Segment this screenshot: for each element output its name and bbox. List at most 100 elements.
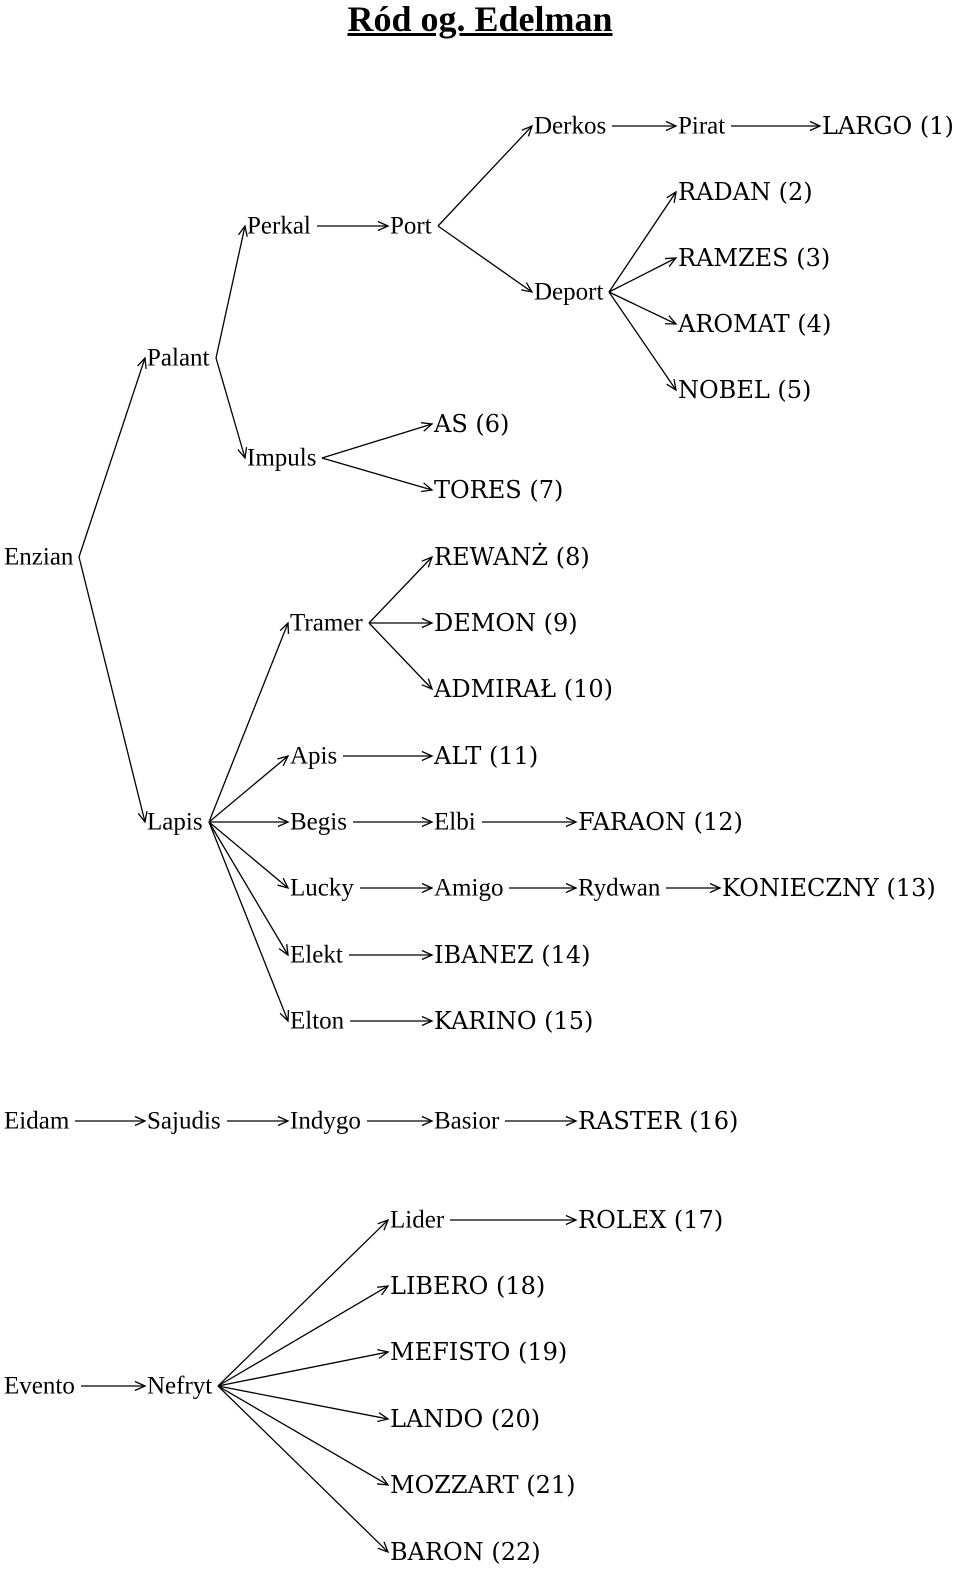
arrowhead	[376, 1475, 390, 1486]
edge-nefryt-libero	[217, 1285, 390, 1387]
node-basior: Basior	[434, 1107, 500, 1135]
node-lando: LANDO (20)	[390, 1405, 541, 1433]
arrowhead	[421, 1015, 434, 1027]
node-rolex: ROLEX (17)	[578, 1206, 724, 1234]
arrowhead	[421, 678, 434, 691]
edge-lapis-tramer	[208, 621, 290, 823]
edge-elbi-faraon	[482, 816, 578, 828]
arrowhead	[565, 1214, 578, 1226]
arrowhead	[421, 482, 434, 493]
node-as: AS (6)	[434, 410, 510, 438]
edge-lapis-begis	[209, 816, 290, 828]
node-tores: TORES (7)	[434, 476, 564, 504]
edge-elekt-ibanez	[349, 949, 434, 961]
node-sajudis: Sajudis	[147, 1107, 221, 1135]
edge-perkal-port	[317, 220, 390, 232]
diagram-title: Ród og. Edelman	[347, 0, 613, 39]
edge-impuls-tores	[321, 457, 434, 493]
node-elton: Elton	[290, 1007, 345, 1035]
arrowhead	[279, 621, 290, 635]
node-rydwan: Rydwan	[578, 874, 661, 902]
node-ibanez: IBANEZ (14)	[434, 941, 591, 969]
arrowhead	[709, 882, 722, 894]
arrowhead	[137, 356, 147, 370]
node-libero: LIBERO (18)	[390, 1272, 546, 1300]
edge-nefryt-mozzart	[217, 1385, 390, 1486]
arrowhead	[421, 617, 434, 629]
edge-enzian-lapis	[78, 556, 148, 824]
node-nobel: NOBEL (5)	[678, 376, 812, 404]
node-nefryt: Nefryt	[147, 1372, 213, 1400]
edge-tramer-demon	[369, 617, 434, 629]
node-pirat: Pirat	[678, 112, 726, 140]
edge-lider-rolex	[450, 1214, 578, 1226]
node-konieczny: KONIECZNY (13)	[722, 874, 936, 902]
arrowhead	[809, 120, 822, 132]
node-eidam: Eidam	[4, 1107, 70, 1135]
node-alt: ALT (11)	[434, 742, 539, 770]
edge-nefryt-baron	[217, 1385, 390, 1554]
edge-amigo-rydwan	[509, 882, 578, 894]
edge-palant-perkal	[215, 224, 248, 359]
arrowhead	[277, 1115, 290, 1127]
arrowhead	[421, 882, 434, 894]
node-elekt: Elekt	[290, 941, 343, 969]
arrowhead	[377, 1218, 390, 1231]
edge-tramer-rewanz	[368, 555, 434, 624]
edge-lapis-elekt	[208, 821, 289, 957]
edge-port-deport	[437, 225, 534, 293]
node-derkos: Derkos	[534, 112, 607, 140]
edge-basior-raster	[505, 1115, 578, 1127]
arrowhead	[377, 1412, 390, 1423]
edge-begis-elbi	[353, 816, 434, 828]
edge-tramer-admiral	[368, 622, 434, 691]
node-enzian: Enzian	[4, 543, 74, 571]
edge-deport-aromat	[608, 291, 678, 325]
node-ramzes: RAMZES (3)	[678, 244, 831, 272]
arrowhead	[421, 422, 434, 432]
node-begis: Begis	[290, 808, 347, 836]
arrowhead	[278, 943, 289, 957]
node-perkal: Perkal	[247, 212, 311, 240]
arrowhead	[377, 1541, 390, 1554]
node-apis: Apis	[290, 742, 338, 770]
edge-indygo-basior	[367, 1115, 434, 1127]
node-largo: LARGO (1)	[822, 112, 954, 140]
node-mefisto: MEFISTO (19)	[390, 1338, 568, 1366]
edge-pirat-largo	[731, 120, 822, 132]
edge-lapis-apis	[208, 754, 290, 823]
arrowhead	[421, 750, 434, 762]
arrowhead	[377, 220, 390, 232]
node-port: Port	[390, 212, 432, 240]
node-lider: Lider	[390, 1206, 445, 1234]
arrowhead	[665, 120, 678, 132]
node-mozzart: MOZZART (21)	[390, 1471, 576, 1499]
node-rewanz: REWANŻ (8)	[434, 543, 590, 571]
edge-eidam-sajudis	[75, 1115, 147, 1127]
node-lapis: Lapis	[147, 808, 203, 836]
edge-port-derkos	[437, 124, 534, 227]
arrowhead	[277, 816, 290, 828]
node-raster: RASTER (16)	[578, 1107, 739, 1135]
arrowhead	[521, 124, 534, 137]
node-amigo: Amigo	[434, 874, 504, 902]
arrowhead	[237, 224, 248, 237]
node-demon: DEMON (9)	[434, 609, 578, 637]
edge-elton-karino	[350, 1015, 434, 1027]
edge-derkos-pirat	[612, 120, 678, 132]
edge-nefryt-lando	[217, 1385, 390, 1423]
arrowhead	[134, 1380, 147, 1392]
arrowhead	[666, 379, 677, 392]
arrowhead	[277, 754, 290, 767]
arrowhead	[421, 1115, 434, 1127]
arrowhead	[137, 811, 148, 824]
arrowhead	[664, 257, 678, 267]
node-faraon: FARAON (12)	[578, 808, 743, 836]
arrowhead	[421, 816, 434, 828]
edge-deport-nobel	[608, 291, 677, 392]
node-radan: RADAN (2)	[678, 178, 813, 206]
edge-lapis-elton	[208, 821, 290, 1023]
arrowhead	[664, 315, 678, 325]
arrowhead	[376, 1285, 390, 1296]
